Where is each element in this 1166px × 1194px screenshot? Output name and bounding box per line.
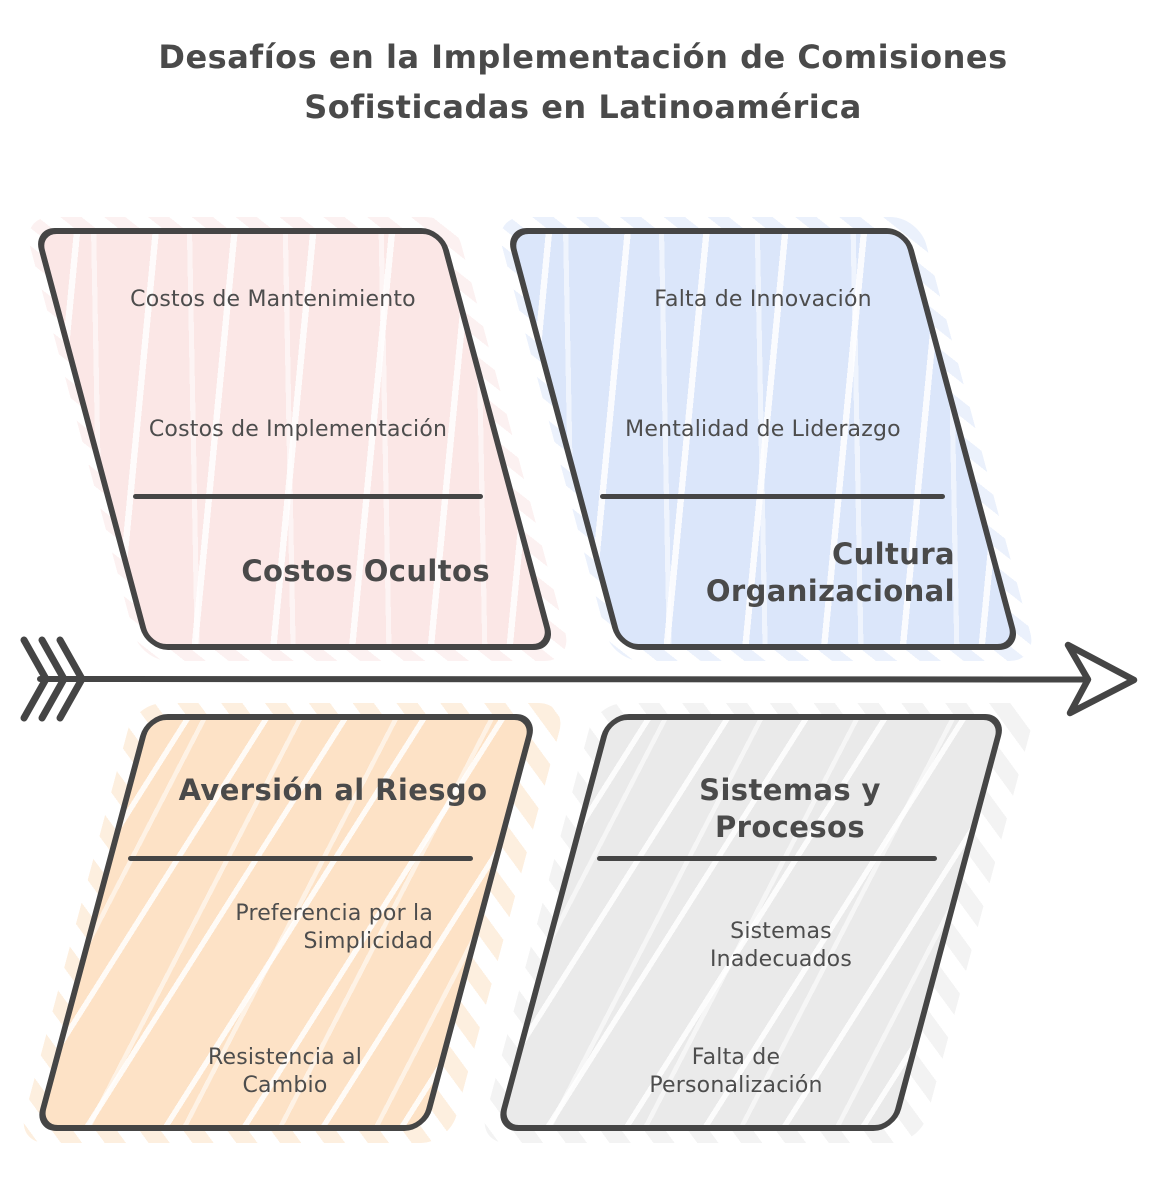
cause-sistemas-inadecuados: Sistemas Inadecuados [709, 919, 853, 972]
cause-preferencia-simplicidad: Preferencia por la Simplicidad [173, 900, 433, 956]
arrow-head-icon [1064, 641, 1138, 717]
aversion-al-riesgo-label: Aversión al Riesgo [178, 773, 488, 807]
cause-falta-personalizacion: Falta de Personalización [649, 1045, 823, 1098]
cultura-label-line1: Cultura [831, 537, 955, 571]
quadrant-cultura-organizacional: Falta de Innovación Mentalidad de Lidera… [494, 217, 1038, 661]
aversion-divider [128, 856, 473, 861]
cause-mentalidad-liderazgo: Mentalidad de Liderazgo [625, 417, 901, 442]
page-title-line1: Desafíos en la Implementación de Comisio… [158, 38, 1008, 76]
cause-costos-implementacion: Costos de Implementación [148, 417, 448, 442]
arrow-shaft [37, 676, 1090, 683]
costos-ocultos-label: Costos Ocultos [241, 554, 490, 588]
page-title: Desafíos en la Implementación de Comisio… [0, 32, 1166, 132]
cultura-organizacional-label: Cultura Organizacional [665, 536, 955, 610]
cause-falta-innovacion: Falta de Innovación [654, 287, 872, 312]
fishbone-arrow [20, 636, 1138, 722]
cultura-label-line2: Organizacional [705, 574, 955, 608]
preferencia-line2: Simplicidad [303, 929, 433, 954]
cultura-divider [600, 494, 945, 499]
cause-resistencia-cambio: Resistencia al Cambio [207, 1045, 363, 1098]
sistemas-y-procesos-label: Sistemas y Procesos [699, 773, 881, 844]
costos-ocultos-divider [133, 494, 483, 499]
preferencia-line1: Preferencia por la [235, 901, 433, 926]
quadrant-aversion-al-riesgo: Aversión al Riesgo Preferencia por la Si… [17, 703, 567, 1143]
quadrant-sistemas-y-procesos: Sistemas y Procesos Sistemas Inadecuados… [478, 703, 1038, 1143]
cause-costos-mantenimiento: Costos de Mantenimiento [130, 287, 416, 312]
page-title-line2: Sofisticadas en Latinoamérica [304, 88, 862, 126]
sistemas-divider [597, 856, 937, 861]
quadrant-costos-ocultos: Costos de Mantenimiento Costos de Implem… [22, 217, 573, 661]
